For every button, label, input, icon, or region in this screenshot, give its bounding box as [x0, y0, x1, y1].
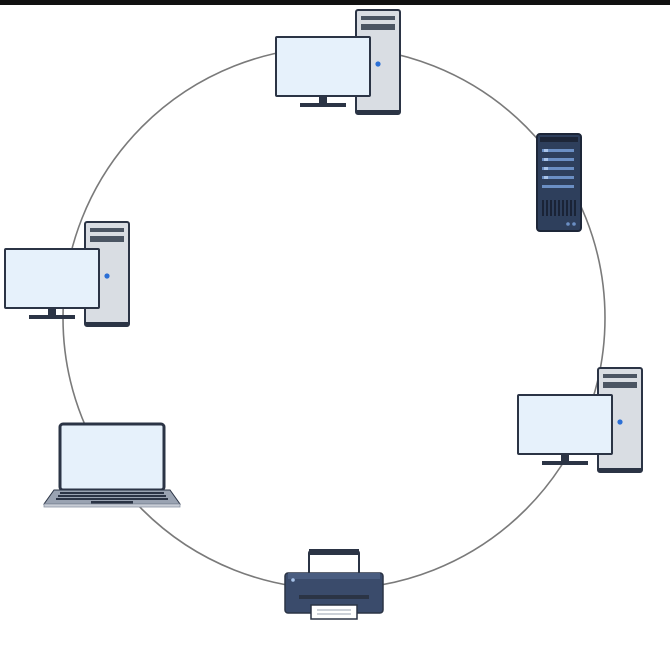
- ring-connection: [62, 46, 606, 590]
- printer-paper-out: [310, 604, 358, 620]
- monitor-icon: [4, 248, 100, 309]
- monitor-icon: [517, 394, 613, 455]
- desktop-right[interactable]: [517, 367, 643, 473]
- laptop-screen-icon: [58, 422, 166, 492]
- desktop-top[interactable]: [275, 9, 401, 115]
- desktop-left[interactable]: [4, 221, 130, 327]
- server-icon: [536, 133, 582, 232]
- monitor-icon: [275, 36, 371, 97]
- laptop-left[interactable]: [43, 422, 181, 508]
- printer-bottom[interactable]: [284, 549, 384, 620]
- top-border-bar: [0, 0, 670, 5]
- server-right-top[interactable]: [536, 133, 582, 232]
